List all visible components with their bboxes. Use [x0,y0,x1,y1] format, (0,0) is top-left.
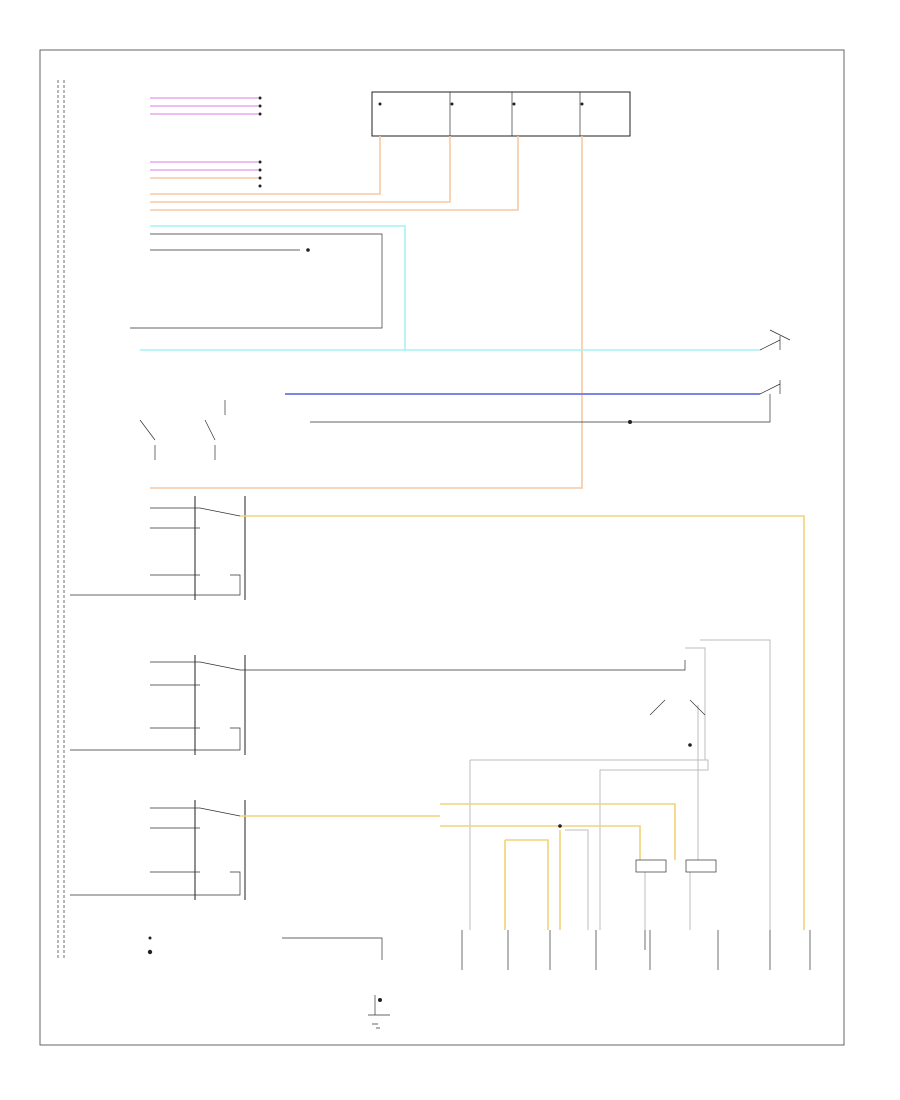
left-switch-symbols [139,400,226,460]
right-branch-wires [440,639,771,930]
pink-data-wires [150,97,258,171]
fuse-block-dots [378,102,584,106]
ground-circuit [147,936,390,1029]
lock-switch-contacts [759,329,791,423]
relay-3 [70,800,246,900]
grey-ground-wires [130,233,760,424]
relay-2 [70,655,686,755]
door-lock-motor-connectors [635,859,717,873]
relay-1 [70,496,246,600]
orange-battery-wires [150,136,583,489]
fuse-block-dividers [449,92,581,136]
cyan-lock-wires [140,225,760,351]
yellow-relay1-output [240,515,805,930]
diagram-frame [39,49,845,1046]
fuse-block [371,91,631,137]
door-lock-actuators [461,930,811,970]
pink-wire-terminals [258,96,262,188]
